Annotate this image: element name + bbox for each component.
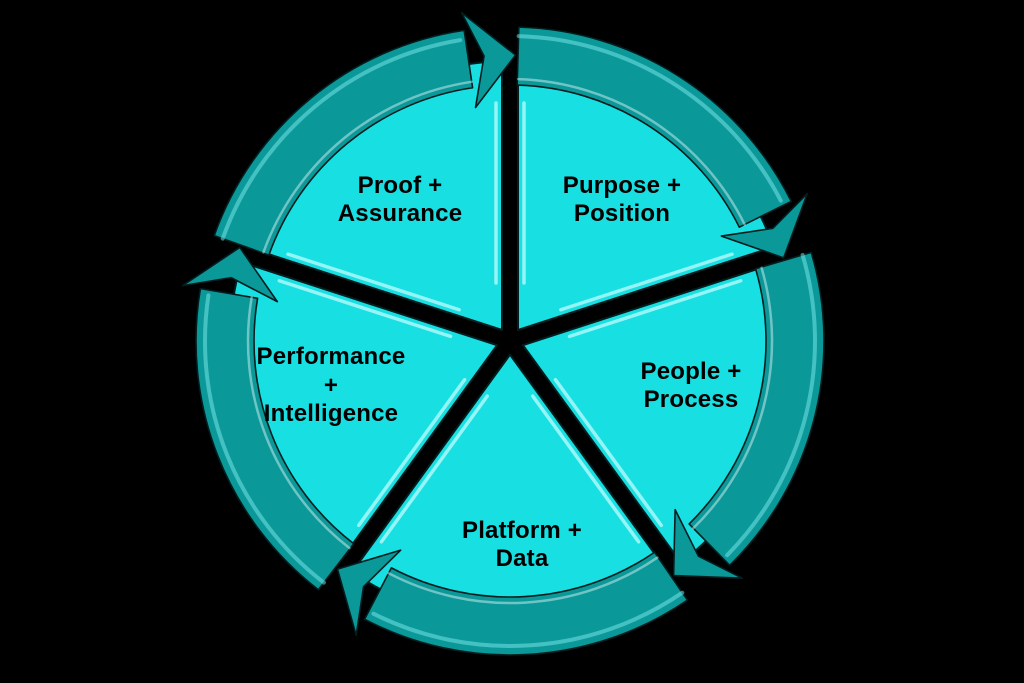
arrow-band-purpose-position	[516, 26, 793, 228]
band-gloss-inner-people-process	[692, 266, 774, 530]
band-gloss-proof-assurance	[220, 38, 463, 241]
arrow-head-people-process	[672, 508, 744, 579]
edge-gloss-purpose-position-1	[559, 252, 734, 312]
edge-gloss-performance-intelligence-1	[277, 279, 453, 339]
arrow-head-platform-data	[336, 549, 402, 637]
band-gloss-inner-platform-data	[387, 556, 659, 605]
segment-people-process	[521, 251, 825, 579]
arrow-head-proof-assurance	[460, 11, 517, 109]
arrow-band-proof-assurance	[213, 29, 474, 256]
segment-performance-intelligence	[181, 246, 499, 591]
edge-gloss-platform-data-0	[531, 394, 641, 544]
band-gloss-inner-purpose-position	[517, 77, 746, 226]
segment-platform-data	[336, 353, 689, 656]
band-gloss-inner-proof-assurance	[262, 80, 473, 254]
arrow-band-people-process	[688, 251, 825, 567]
edge-gloss-people-process-0	[567, 279, 743, 339]
edge-gloss-proof-assurance-0	[286, 252, 461, 312]
band-gloss-platform-data	[371, 590, 685, 649]
arrow-band-performance-intelligence	[195, 287, 355, 591]
band-gloss-purpose-position	[516, 34, 783, 203]
edge-gloss-performance-intelligence-0	[357, 377, 467, 528]
arrow-head-purpose-position	[720, 192, 809, 259]
band-gloss-inner-performance-intelligence	[246, 296, 351, 550]
segment-purpose-position	[516, 26, 809, 331]
arrow-head-performance-intelligence	[181, 246, 279, 303]
edge-gloss-people-process-1	[553, 377, 663, 528]
segment-proof-assurance	[213, 11, 517, 331]
edge-gloss-platform-data-1	[379, 394, 489, 544]
band-gloss-performance-intelligence	[203, 293, 326, 585]
band-gloss-people-process	[725, 252, 817, 558]
